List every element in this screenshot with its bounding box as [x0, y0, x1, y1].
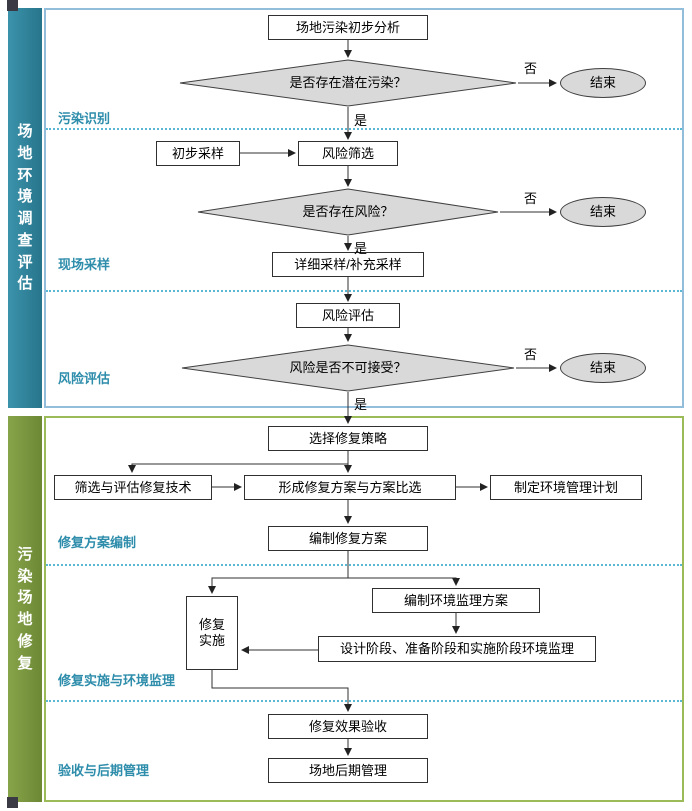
- phase-label-pollution-identification: 污染识别: [58, 111, 111, 126]
- phase-divider-1: [46, 128, 682, 130]
- branch-yes-2: 是: [354, 241, 368, 256]
- diamond-shape: [197, 188, 499, 236]
- node-form-compare-plans: 形成修复方案与方案比选: [244, 475, 456, 500]
- phase-label-acceptance-management: 验收与后期管理: [58, 763, 150, 778]
- node-effect-acceptance: 修复效果验收: [268, 714, 428, 739]
- diamond-shape: [179, 59, 517, 107]
- node-post-management: 场地后期管理: [268, 758, 428, 783]
- decision-risk-unacceptable: 风险是否不可接受？: [180, 344, 516, 392]
- phase-label-risk-assessment: 风险评估: [58, 371, 111, 386]
- sidebar-remediation-label: 污染场地修复: [17, 545, 33, 672]
- section-frame-investigation: [44, 8, 684, 408]
- node-risk-assessment: 风险评估: [296, 303, 400, 328]
- phase-label-site-sampling: 现场采样: [58, 257, 111, 272]
- node-select-strategy: 选择修复策略: [268, 426, 428, 451]
- phase-label-plan-preparation: 修复方案编制: [58, 535, 137, 550]
- section-frame-remediation: [44, 416, 684, 802]
- corner-accent-top: [7, 0, 18, 11]
- node-remediation-implementation: 修复 实施: [186, 596, 238, 670]
- branch-no-2: 否: [524, 191, 538, 206]
- decision-risk-exists-label: 是否存在风险？: [302, 204, 394, 220]
- node-preliminary-analysis: 场地污染初步分析: [268, 15, 428, 40]
- decision-risk-unacceptable-label: 风险是否不可接受？: [289, 360, 407, 376]
- node-phase-supervision: 设计阶段、准备阶段和实施阶段环境监理: [318, 636, 596, 662]
- node-env-management-plan: 制定环境管理计划: [490, 475, 642, 500]
- node-preliminary-sampling: 初步采样: [156, 141, 240, 166]
- decision-risk-exists: 是否存在风险？: [196, 188, 500, 236]
- terminator-end-2: 结束: [560, 197, 646, 227]
- phase-divider-3: [46, 564, 682, 566]
- node-risk-screening: 风险筛选: [298, 141, 398, 166]
- node-screen-evaluate-tech: 筛选与评估修复技术: [54, 475, 212, 500]
- sidebar-investigation: 场地环境调查评估: [8, 8, 42, 408]
- terminator-end-3: 结束: [560, 353, 646, 383]
- phase-divider-2: [46, 290, 682, 292]
- phase-label-implementation-supervision: 修复实施与环境监理: [58, 673, 176, 688]
- node-detailed-sampling: 详细采样/补充采样: [272, 252, 424, 277]
- branch-yes-3: 是: [354, 397, 368, 412]
- decision-potential-pollution-label: 是否存在潜在污染？: [289, 75, 407, 91]
- sidebar-investigation-label: 场地环境调查评估: [17, 123, 33, 293]
- node-supervision-plan: 编制环境监理方案: [372, 588, 540, 613]
- decision-potential-pollution: 是否存在潜在污染？: [178, 59, 518, 107]
- branch-yes-1: 是: [354, 113, 368, 128]
- phase-divider-4: [46, 700, 682, 702]
- branch-no-3: 否: [524, 347, 538, 362]
- terminator-end-1: 结束: [560, 68, 646, 98]
- sidebar-remediation: 污染场地修复: [8, 416, 42, 802]
- diamond-shape: [181, 344, 515, 392]
- corner-accent-bottom: [7, 797, 18, 808]
- node-compile-remediation-plan: 编制修复方案: [268, 526, 428, 551]
- branch-no-1: 否: [524, 61, 538, 76]
